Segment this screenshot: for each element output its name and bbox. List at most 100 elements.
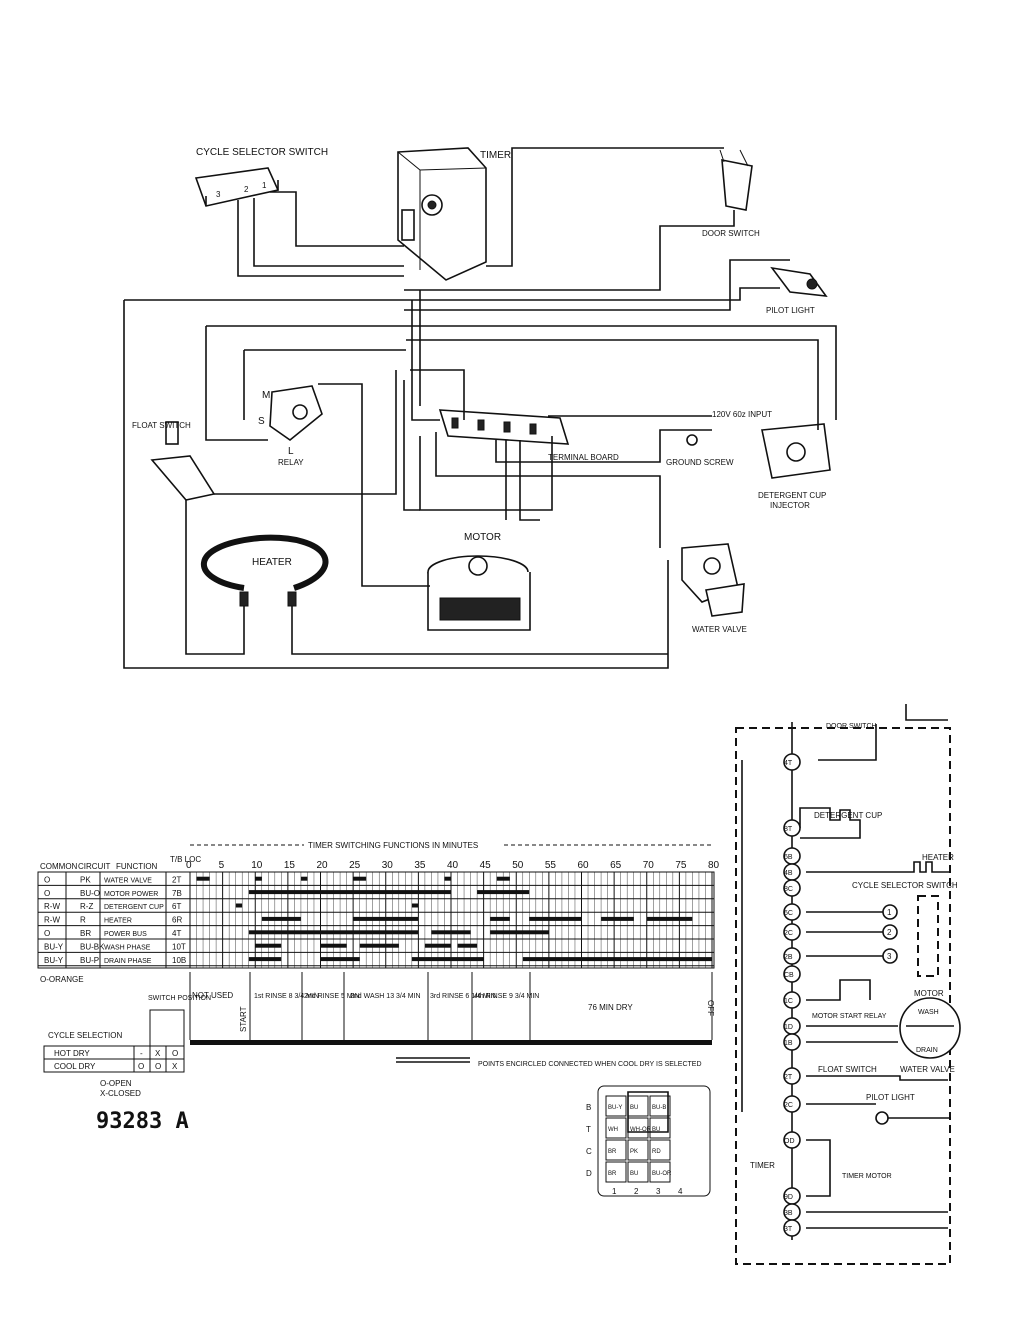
- contact-closed-bar: [255, 876, 262, 881]
- contact-closed-bar: [477, 890, 530, 895]
- water-valve: [681, 543, 745, 617]
- contact-closed-bar: [646, 916, 693, 921]
- detergent-cup-injector: [761, 423, 831, 479]
- svg-text:FLOAT SWITCH: FLOAT SWITCH: [818, 1065, 877, 1074]
- row-tab: 10B: [172, 956, 186, 965]
- contact-closed-bar: [353, 876, 367, 881]
- row-function: POWER BUS: [104, 931, 147, 938]
- svg-text:MOTOR START RELAY: MOTOR START RELAY: [812, 1013, 887, 1020]
- terminal-label: 2C: [784, 930, 793, 937]
- terminal-label: 3B: [784, 1210, 793, 1217]
- row-common: R-W: [44, 902, 60, 911]
- minute-tick-label: 35: [414, 860, 426, 871]
- row-label: B: [586, 1103, 591, 1112]
- svg-text:T/B LOC: T/B LOC: [170, 855, 201, 864]
- terminal-label: 6B: [784, 854, 793, 861]
- row-common: R-W: [44, 916, 60, 925]
- terminal-label: 1D: [784, 1024, 793, 1031]
- terminal-label: 2B: [784, 954, 793, 961]
- schematic-terminal: [783, 923, 801, 941]
- svg-text:O: O: [172, 1049, 178, 1058]
- minute-tick-label: 55: [545, 860, 557, 871]
- svg-text:2: 2: [887, 928, 892, 937]
- phase-1st-rinse: 1st RINSE 8 3/4 MIN: [254, 993, 319, 1000]
- row-tab: 6T: [172, 902, 181, 911]
- row-circuit: PK: [80, 875, 91, 884]
- row-label: C: [586, 1147, 592, 1156]
- minute-tick-label: 30: [382, 860, 394, 871]
- terminal-cell-label: RD: [652, 1149, 661, 1155]
- contact-closed-bar: [424, 943, 451, 948]
- cycle-selector-switch: 3 2 1: [194, 167, 280, 207]
- contact-closed-bar: [444, 876, 451, 881]
- minute-tick-label: 40: [447, 860, 459, 871]
- terminal-cell-label: BU-B: [652, 1105, 666, 1111]
- contact-closed-bar: [196, 876, 210, 881]
- relay: [269, 385, 323, 442]
- row-circuit: R: [80, 916, 86, 925]
- row-label: D: [586, 1169, 592, 1178]
- terminal-cell-label: BU: [630, 1171, 638, 1177]
- row-function: MOTOR POWER: [104, 891, 158, 898]
- minute-tick-label: 15: [284, 860, 296, 871]
- schematic-terminal: [783, 819, 801, 837]
- contact-closed-bar: [490, 930, 549, 935]
- terminal-cell-label: BR: [608, 1149, 617, 1155]
- pilot-light-label: PILOT LIGHT: [766, 306, 815, 315]
- float-switch-label: FLOAT SWITCH: [132, 421, 191, 430]
- row-function: DETERGENT CUP: [104, 904, 164, 911]
- terminal-label: 4B: [784, 870, 793, 877]
- contact-closed-bar: [300, 876, 308, 881]
- contact-closed-bar: [490, 916, 510, 921]
- contact-closed-bar: [353, 916, 419, 921]
- pilot-light: [770, 266, 828, 297]
- terminal-cell-label: BU: [630, 1105, 638, 1111]
- terminal-cell-label: BR: [608, 1171, 617, 1177]
- svg-text:CYCLE SELECTOR SWITCH: CYCLE SELECTOR SWITCH: [852, 881, 958, 890]
- minute-tick-label: 75: [675, 860, 687, 871]
- contact-closed-bar: [248, 930, 419, 935]
- svg-text:O: O: [155, 1062, 161, 1071]
- contact-closed-bar: [457, 943, 478, 948]
- off-label: OFF: [706, 1000, 715, 1016]
- svg-text:1: 1: [262, 181, 267, 190]
- pictorial-diagram: 3 2 1 CYCLE SELECTOR SWITCH TIMER DOOR S…: [123, 147, 837, 669]
- terminal-cell-label: PK: [630, 1149, 638, 1155]
- legend-color: O-ORANGE: [40, 975, 84, 984]
- row-common: O: [44, 889, 50, 898]
- terminal-cell-label: BU-OR: [652, 1171, 672, 1177]
- motor-symbol: [899, 997, 961, 1059]
- minute-tick-label: 80: [708, 860, 720, 871]
- col-label: 3: [656, 1187, 661, 1196]
- cycle-selector-label: CYCLE SELECTOR SWITCH: [196, 147, 328, 158]
- timer-chart: TIMER SWITCHING FUNCTIONS IN MINUTES COM…: [37, 841, 720, 1134]
- minute-tick-label: 60: [578, 860, 590, 871]
- minute-tick-label: 25: [349, 860, 361, 871]
- schematic-terminal: [783, 1067, 801, 1085]
- col-label: 2: [634, 1187, 639, 1196]
- contact-closed-bar: [601, 916, 634, 921]
- terminal-cell-label: WH: [608, 1127, 618, 1133]
- svg-text:X: X: [172, 1062, 178, 1071]
- minute-tick-label: 10: [251, 860, 263, 871]
- row-label: T: [586, 1125, 591, 1134]
- schematic-terminal: [783, 1033, 801, 1051]
- schematic-terminal: [783, 947, 801, 965]
- ground-screw-label: GROUND SCREW: [666, 458, 734, 467]
- col-label: 1: [612, 1187, 617, 1196]
- svg-text:O: O: [138, 1062, 144, 1071]
- door-switch-label: DOOR SWITCH: [702, 229, 760, 238]
- svg-text:S: S: [258, 416, 265, 427]
- cycle-selection-label: CYCLE SELECTION: [48, 1031, 122, 1040]
- row-common: O: [44, 875, 50, 884]
- row-circuit: BR: [80, 929, 91, 938]
- row-common: BU-Y: [44, 942, 64, 951]
- svg-text:DOOR SWITCH: DOOR SWITCH: [826, 723, 877, 730]
- phase-4th-rinse: 4th RINSE 9 3/4 MIN: [474, 993, 539, 1000]
- dry-selection-bar: [190, 1040, 712, 1045]
- contact-closed-bar: [529, 916, 582, 921]
- svg-text:FUNCTION: FUNCTION: [116, 862, 158, 871]
